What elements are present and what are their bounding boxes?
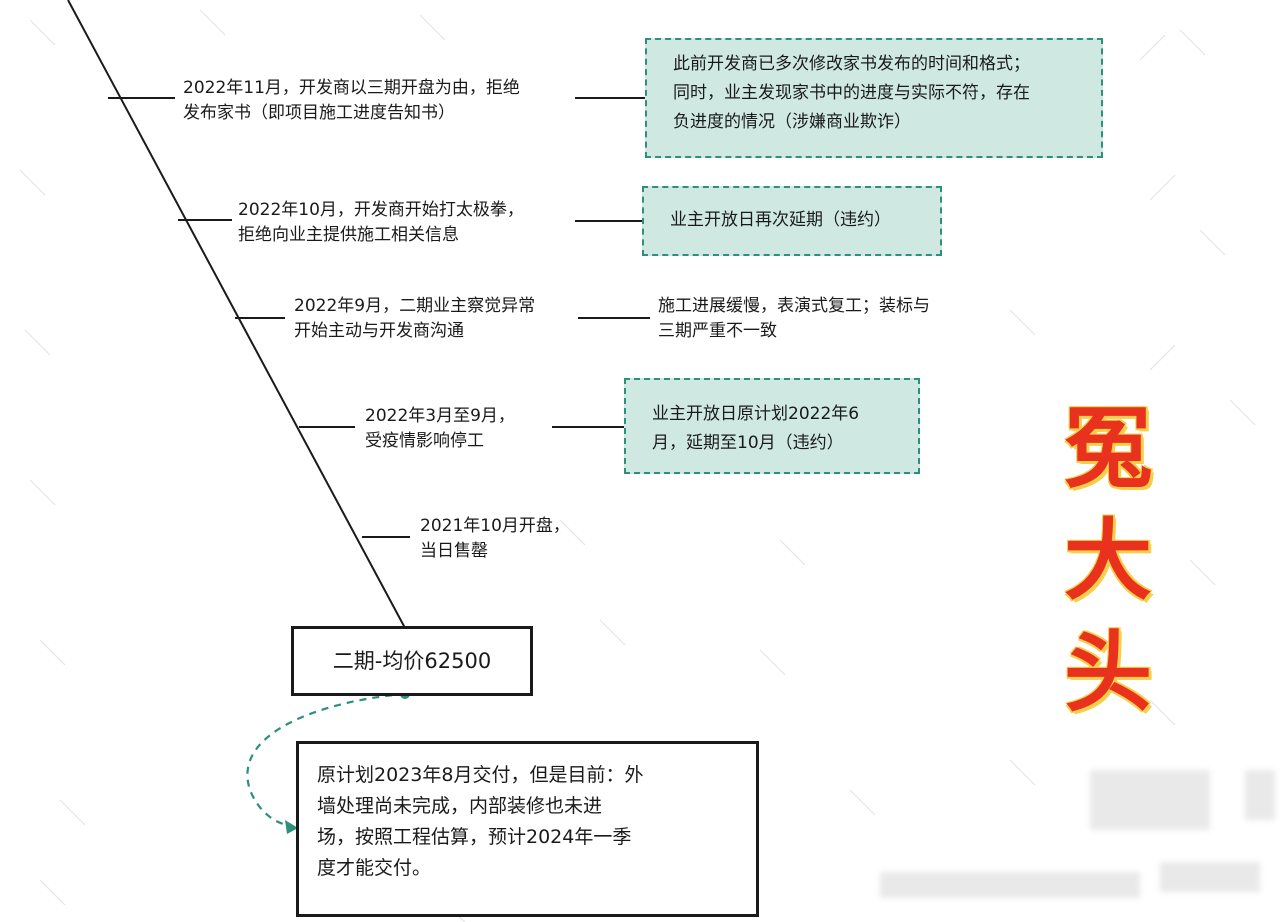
stamp-text: 冤 大 头: [1063, 396, 1152, 724]
blurred-watermark: [1245, 770, 1275, 820]
blurred-watermark: [880, 872, 1140, 898]
branch-lines: [108, 97, 650, 538]
root-price-box: 二期-均价62500: [291, 626, 533, 696]
blurred-watermark: [1090, 770, 1210, 830]
timeline-spine: [67, 0, 406, 629]
event-note-box-2022-11: 此前开发商已多次修改家书发布的时间和格式； 同时，业主发现家书中的进度与实际不符…: [645, 38, 1103, 158]
blurred-watermark: [1160, 862, 1260, 892]
event-note-2022-09: 施工进展缓慢，表演式复工；装标与 三期严重不一致: [658, 296, 930, 341]
event-label-2022-11: 2022年11月，开发商以三期开盘为由，拒绝 发布家书（即项目施工进度告知书）: [183, 78, 520, 123]
event-label-2022-03: 2022年3月至9月， 受疫情影响停工: [365, 406, 515, 451]
connector-arrowhead: [285, 820, 298, 834]
event-label-2022-10: 2022年10月，开发商开始打太极拳， 拒绝向业主提供施工相关信息: [238, 200, 524, 245]
event-note-box-2022-10: 业主开放日再次延期（违约）: [642, 186, 942, 256]
delivery-note-box: 原计划2023年8月交付，但是目前：外 墙处理尚未完成，内部装修也未进 场，按照…: [296, 741, 759, 917]
event-label-2021-10: 2021年10月开盘， 当日售罄: [420, 516, 570, 561]
connector-curve: [246, 692, 406, 828]
event-label-2022-09: 2022年9月，二期业主察觉异常 开始主动与开发商沟通: [294, 296, 536, 341]
event-note-box-2022-03: 业主开放日原计划2022年6 月，延期至10月（违约）: [624, 378, 920, 474]
